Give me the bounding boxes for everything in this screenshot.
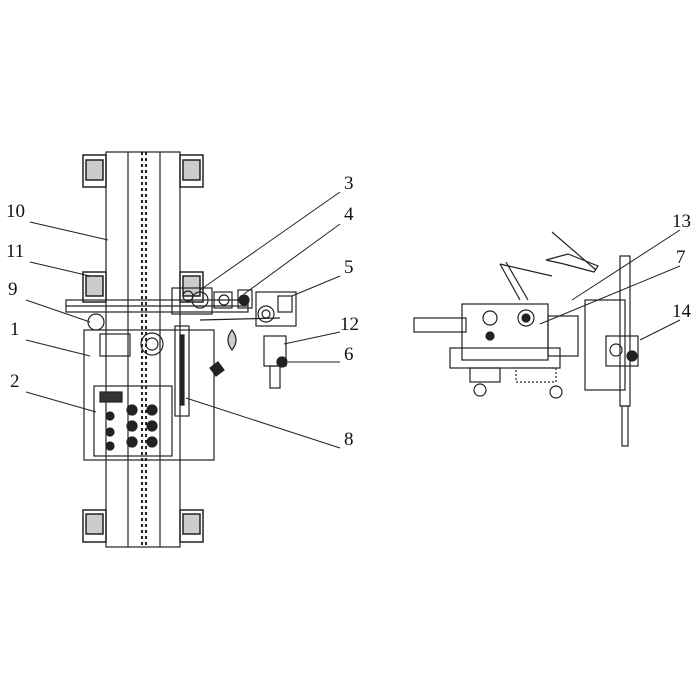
callout-3: 3 <box>344 173 354 194</box>
leader-lines <box>25 191 681 449</box>
callout-4: 4 <box>344 204 354 225</box>
front-view <box>65 151 297 548</box>
callout-11: 11 <box>6 241 25 262</box>
callout-10: 10 <box>6 201 25 222</box>
callout-1: 1 <box>10 319 20 340</box>
callout-12: 12 <box>340 314 359 335</box>
callout-14: 14 <box>672 301 691 322</box>
side-rail <box>413 317 467 333</box>
callout-7: 7 <box>676 247 686 268</box>
callout-9: 9 <box>8 279 18 300</box>
callout-8: 8 <box>344 429 354 450</box>
regulator-box <box>255 291 297 327</box>
callout-5: 5 <box>344 257 354 278</box>
control-panel <box>93 385 173 457</box>
carriage-body <box>83 329 215 461</box>
callout-2: 2 <box>10 371 20 392</box>
callout-6: 6 <box>344 344 354 365</box>
side-body <box>461 303 549 361</box>
magnetic-feet <box>82 154 204 543</box>
side-view <box>413 231 639 447</box>
callout-13: 13 <box>672 211 691 232</box>
